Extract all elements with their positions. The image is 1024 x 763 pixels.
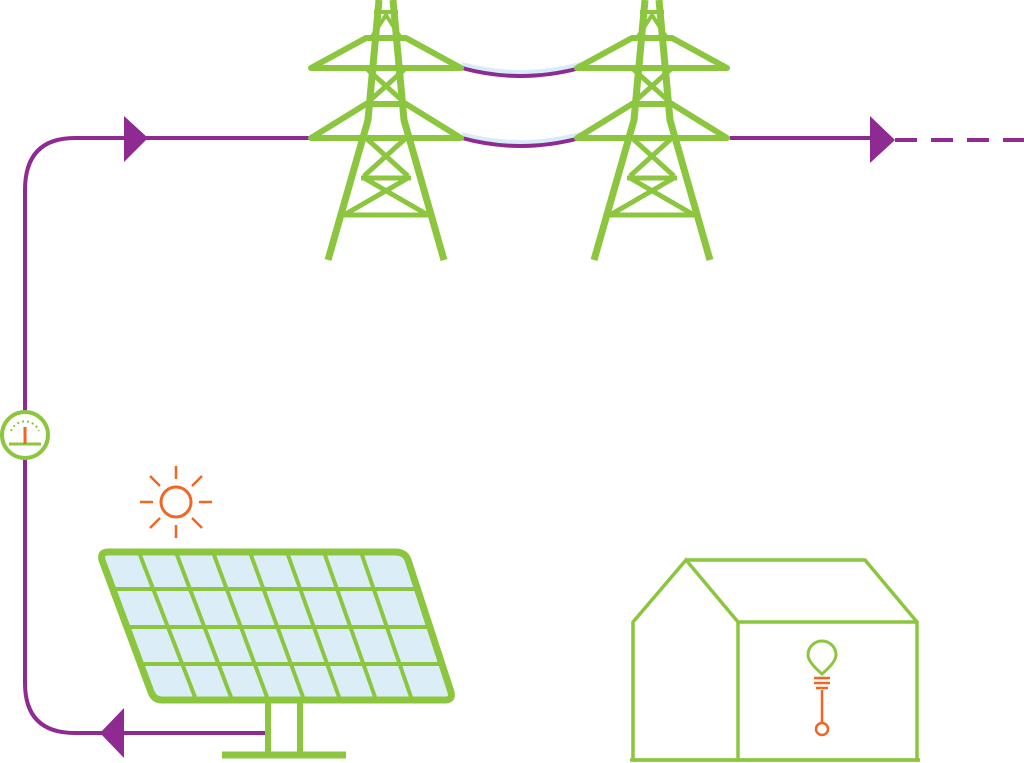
arrow-left-icon xyxy=(100,708,124,758)
transmission-tower-icon xyxy=(311,0,461,260)
arrow-right-icon xyxy=(870,116,895,163)
arrow-right-icon xyxy=(124,116,148,162)
light-bulb-icon xyxy=(806,639,838,737)
house-icon xyxy=(630,557,920,762)
solar-panel-icon xyxy=(98,548,455,759)
transmission-wires xyxy=(461,62,581,148)
power-meter-icon xyxy=(0,410,50,460)
sun-icon xyxy=(140,466,212,538)
transmission-tower-icon xyxy=(577,0,727,260)
